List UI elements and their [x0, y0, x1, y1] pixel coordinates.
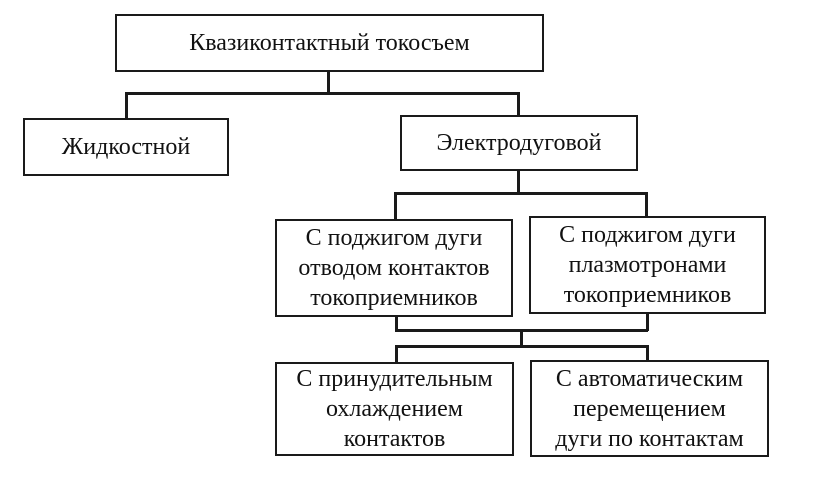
node-ignition-plasmatron: С поджигом дуги плазмотронами токоприемн…: [529, 216, 766, 314]
connector-to-liquid: [125, 92, 128, 119]
node-electroarc: Электродуговой: [400, 115, 638, 171]
node-liquid-label: Жидкостной: [61, 134, 191, 160]
connector-level3-bracket: [395, 345, 648, 348]
node-line: С автоматическим: [555, 365, 744, 392]
node-line: С принудительным: [296, 366, 493, 392]
connector-to-level3-right: [646, 345, 649, 361]
node-liquid: Жидкостной: [23, 118, 229, 176]
connector-to-level2-right: [645, 192, 648, 217]
connector-to-electroarc: [517, 92, 520, 116]
node-root-label: Квазиконтактный токосъем: [189, 30, 470, 56]
connector-level2-right-up: [646, 312, 649, 331]
connector-level2-left-up: [395, 315, 398, 331]
node-line: токоприемников: [310, 285, 478, 311]
node-line: отводом контактов: [298, 255, 490, 281]
node-line: С поджигом дуги: [559, 222, 736, 248]
connector-to-level3-left: [395, 345, 398, 363]
node-forced-cooling: С принудительным охлаждением контактов: [275, 362, 514, 456]
connector-level1-bracket: [125, 92, 520, 95]
connector-to-level2-left: [394, 192, 397, 220]
connector-root-down: [327, 71, 330, 94]
node-line: перемещением: [573, 395, 726, 422]
connector-electroarc-down: [517, 170, 520, 194]
node-line: дуги по контактам: [555, 425, 744, 452]
node-root: Квазиконтактный токосъем: [115, 14, 544, 72]
connector-level2-bracket: [394, 192, 647, 195]
node-electroarc-label: Электродуговой: [436, 130, 602, 156]
node-line: плазмотронами: [568, 252, 727, 278]
node-automatic-arc-movement: С автоматическим перемещением дуги по ко…: [530, 360, 769, 457]
node-line: охлаждением: [325, 396, 463, 422]
node-line: контактов: [343, 426, 446, 452]
node-ignition-contact-withdrawal: С поджигом дуги отводом контактов токопр…: [275, 219, 513, 317]
node-line: С поджигом дуги: [305, 225, 483, 251]
node-line: токоприемников: [563, 282, 732, 308]
connector-merge-down: [520, 329, 523, 347]
